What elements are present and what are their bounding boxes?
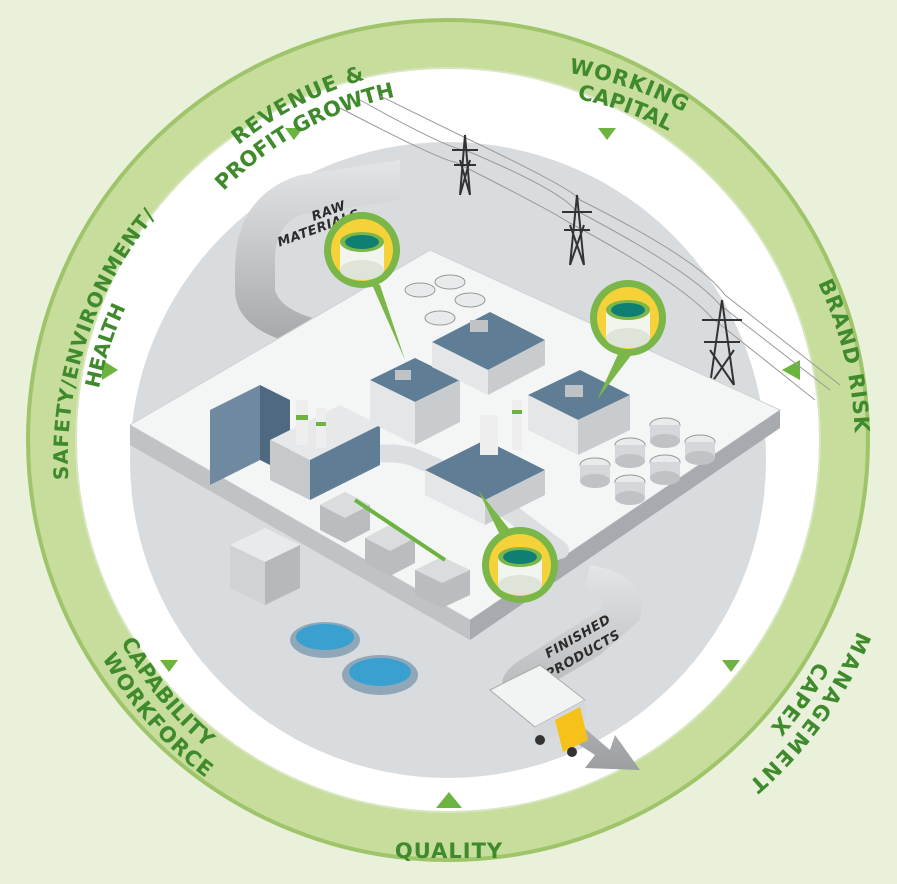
fan-badge-icon bbox=[606, 300, 650, 348]
building-right bbox=[528, 370, 630, 455]
tank-icon bbox=[404, 274, 486, 326]
tank-icon bbox=[649, 454, 681, 485]
fan-badge-top-right bbox=[590, 280, 666, 400]
ring-arrow-working bbox=[598, 128, 616, 140]
tank-icon bbox=[579, 457, 611, 488]
ring-arrow-workforce bbox=[160, 660, 178, 672]
silo-icon bbox=[415, 557, 470, 608]
fan-badge-top-left bbox=[324, 212, 405, 360]
factory-icon bbox=[210, 385, 380, 500]
fan-badge-icon bbox=[498, 547, 542, 595]
ring-arrow-brand bbox=[782, 360, 800, 380]
ring-label-quality: QUALITY bbox=[395, 839, 503, 863]
finished-products-arrow bbox=[502, 565, 642, 770]
power-tower-icon bbox=[452, 134, 742, 386]
ring-arrow-quality bbox=[436, 792, 462, 808]
fan-badge-bottom bbox=[478, 490, 558, 603]
storage-tanks bbox=[404, 274, 716, 505]
ring-arrow-capex bbox=[722, 660, 740, 672]
fan-badge-icon bbox=[340, 232, 384, 280]
raw-materials-arrow bbox=[235, 160, 400, 370]
tank-icon bbox=[649, 417, 681, 448]
ring-arrows bbox=[102, 128, 800, 808]
power-lines bbox=[339, 95, 841, 401]
ring-arrow-safety bbox=[102, 360, 118, 380]
building-top bbox=[432, 312, 545, 395]
building-front bbox=[425, 400, 545, 525]
silos bbox=[320, 492, 470, 608]
silo-icon bbox=[320, 492, 370, 543]
ring-arrow-revenue bbox=[285, 128, 303, 140]
truck-icon bbox=[489, 664, 588, 757]
tank-icon bbox=[614, 474, 646, 505]
tank-icon bbox=[614, 437, 646, 468]
tank-icon bbox=[684, 434, 716, 465]
water-treatment-icon bbox=[230, 528, 418, 695]
